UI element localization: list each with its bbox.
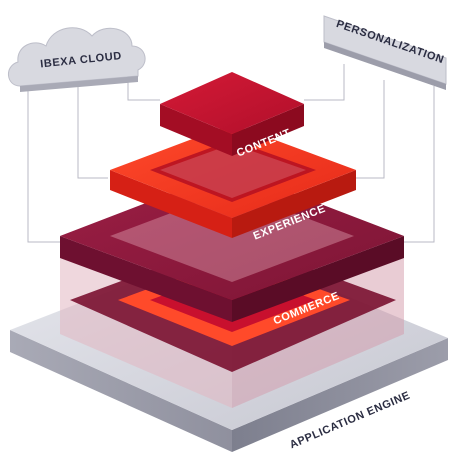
experience-inner-shadow — [150, 140, 316, 202]
connector-cloud-experience — [77, 80, 108, 179]
connector-lines — [27, 64, 435, 243]
content-layer — [160, 72, 304, 156]
experience-side-left — [110, 170, 232, 238]
experience-side-right — [232, 170, 356, 238]
experience-glass — [160, 144, 306, 198]
cloud-underside — [20, 76, 138, 92]
content-side-right — [232, 104, 304, 156]
connector-cloud-commerce — [27, 80, 60, 243]
connector-personalization-commerce — [404, 86, 435, 243]
connector-personalization-content — [304, 64, 345, 101]
engine-side-right — [232, 338, 448, 452]
connector-personalization-experience — [356, 80, 385, 179]
commerce-side-right — [232, 236, 404, 322]
content-side-left — [160, 104, 232, 156]
ibexa-cloud-sign — [8, 27, 146, 92]
personalization-sign — [323, 15, 447, 90]
commerce-side-left — [60, 236, 232, 322]
cloud-icon — [8, 27, 146, 87]
content-top-face — [160, 72, 304, 134]
engine-side-left — [10, 330, 232, 452]
experience-layer — [110, 124, 356, 238]
personalization-side — [324, 42, 446, 90]
